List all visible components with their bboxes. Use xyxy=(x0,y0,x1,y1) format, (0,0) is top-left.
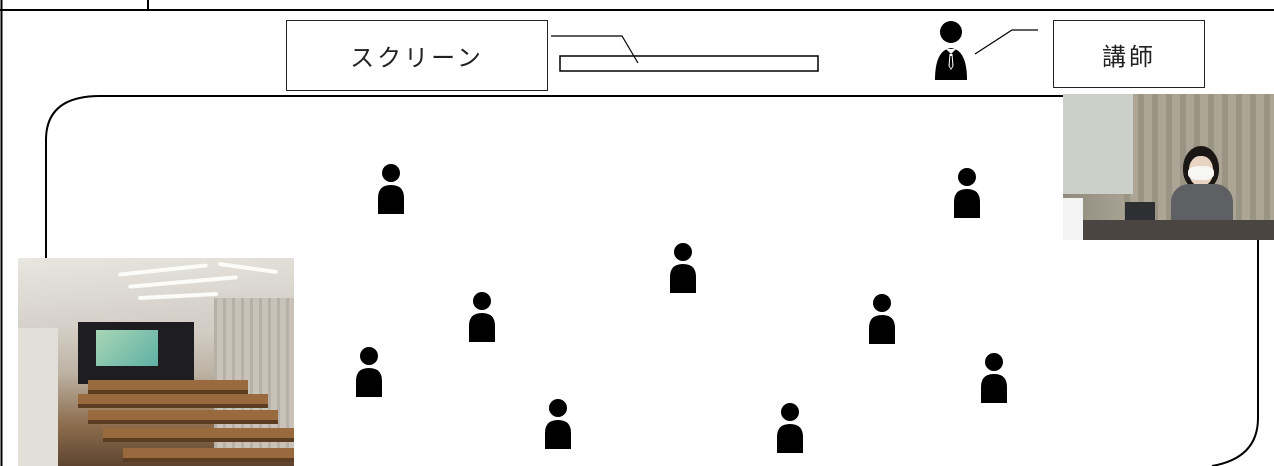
lecturer-photo xyxy=(1063,94,1274,240)
seminar-room-photo xyxy=(18,258,294,466)
person-icon xyxy=(543,399,573,449)
screen-bar xyxy=(560,56,818,71)
screen-label: スクリーン xyxy=(286,20,548,91)
person-icon xyxy=(467,292,497,342)
room-outline-right xyxy=(1212,240,1258,466)
lecturer-person-icon xyxy=(933,20,969,80)
person-icon xyxy=(354,347,384,397)
person-icon xyxy=(952,168,982,218)
lecturer-leader-line xyxy=(975,30,1038,54)
person-icon xyxy=(668,243,698,293)
person-icon xyxy=(376,164,406,214)
lecturer-label: 講師 xyxy=(1053,20,1205,88)
person-icon xyxy=(867,294,897,344)
room-outline-top-left xyxy=(46,96,1066,258)
person-icon xyxy=(979,353,1009,403)
person-icon xyxy=(775,403,805,453)
